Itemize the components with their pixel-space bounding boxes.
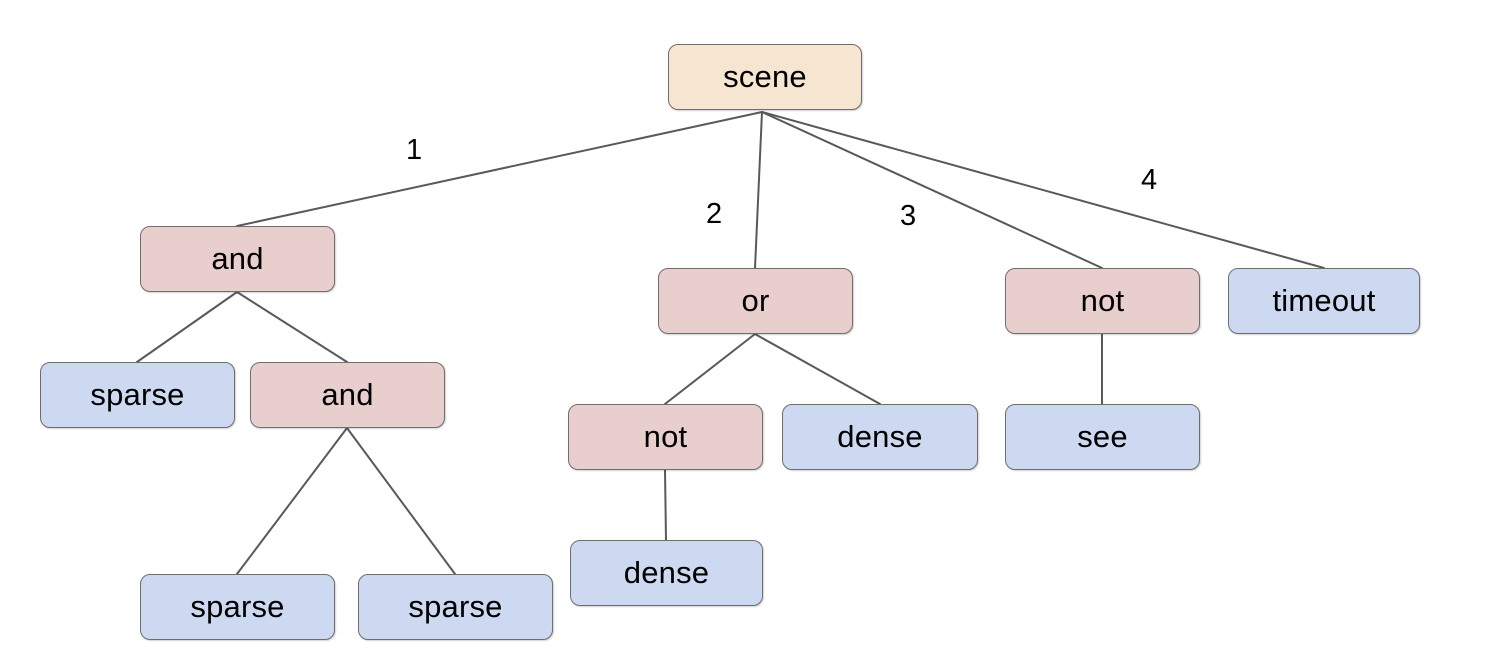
tree-node-label: sparse [190,588,285,624]
tree-node-label: sparse [90,376,185,412]
tree-node-timeout[interactable]: timeout [1228,268,1420,334]
tree-node-label: and [211,240,264,276]
tree-edge [754,111,763,269]
tree-edge [346,427,456,575]
tree-edge [236,291,348,363]
tree-node-sparse[interactable]: sparse [40,362,235,428]
edge-label-4: 4 [1141,164,1158,196]
tree-node-label: not [1080,282,1125,318]
tree-edge [136,291,238,363]
tree-node-and[interactable]: and [250,362,445,428]
tree-node-dense[interactable]: dense [570,540,763,606]
tree-edge [236,111,763,227]
tree-node-label: scene [723,58,807,94]
tree-node-not[interactable]: not [568,404,763,470]
tree-edge [761,111,1103,269]
edge-label-3: 3 [900,200,917,232]
tree-node-sparse[interactable]: sparse [140,574,335,640]
edge-label-2: 2 [706,198,723,230]
edge-label-1: 1 [406,134,423,166]
tree-node-label: dense [623,554,710,590]
tree-edge [664,469,667,541]
tree-edge [664,333,756,405]
tree-node-label: or [741,282,770,318]
tree-node-label: dense [837,418,923,454]
tree-node-label: sparse [408,588,503,624]
tree-node-label: timeout [1272,282,1376,318]
tree-edge [236,427,348,575]
tree-node-dense[interactable]: dense [782,404,978,470]
tree-node-label: see [1077,418,1128,454]
tree-node-not[interactable]: not [1005,268,1200,334]
tree-node-label: not [643,418,688,454]
tree-edge [754,333,881,405]
tree-node-or[interactable]: or [658,268,853,334]
tree-node-and[interactable]: and [140,226,335,292]
tree-node-label: and [321,376,374,412]
tree-node-sparse[interactable]: sparse [358,574,553,640]
tree-node-see[interactable]: see [1005,404,1200,470]
tree-edge [761,111,1325,269]
tree-node-scene[interactable]: scene [668,44,862,110]
